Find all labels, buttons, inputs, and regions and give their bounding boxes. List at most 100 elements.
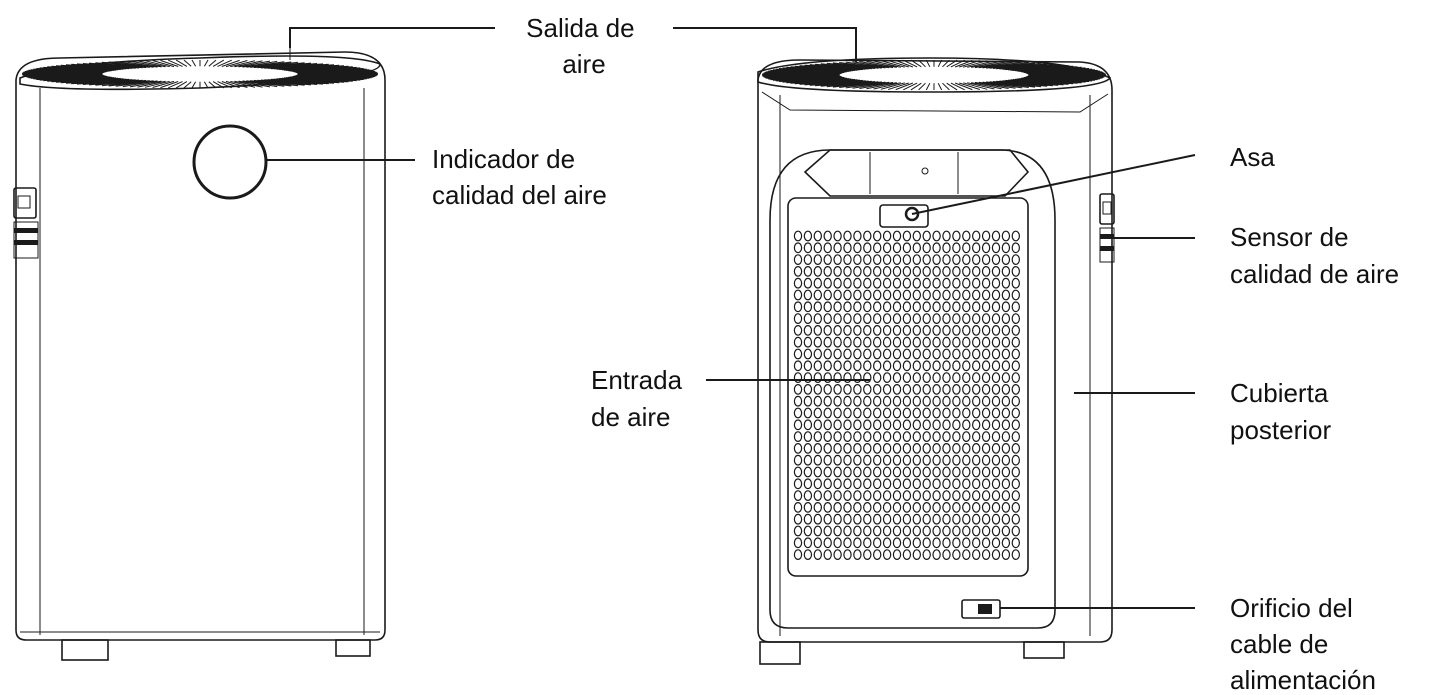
inlet-hole (873, 301, 882, 313)
inlet-hole (932, 360, 941, 372)
inlet-hole (833, 407, 842, 419)
inlet-hole (803, 419, 813, 431)
inlet-hole (972, 419, 981, 431)
inlet-hole (981, 372, 991, 384)
inlet-hole (892, 525, 902, 537)
inlet-hole (892, 360, 902, 372)
inlet-hole (1001, 466, 1011, 478)
inlet-hole (1001, 513, 1011, 525)
inlet-hole (981, 313, 991, 325)
inlet-hole (1001, 419, 1011, 431)
inlet-hole (833, 513, 842, 525)
inlet-hole (1001, 313, 1011, 325)
inlet-hole (863, 301, 872, 313)
inlet-hole (952, 454, 961, 466)
inlet-hole (952, 289, 961, 301)
inlet-hole (1011, 301, 1021, 313)
inlet-hole (991, 348, 1001, 360)
inlet-hole (1011, 384, 1021, 395)
inlet-hole (882, 537, 892, 549)
inlet-hole (972, 348, 981, 360)
inlet-hole (813, 454, 823, 466)
inlet-hole (813, 395, 823, 407)
inlet-hole (932, 372, 941, 384)
inlet-hole (873, 254, 882, 266)
inlet-hole (863, 502, 872, 513)
inlet-hole (863, 407, 872, 419)
inlet-hole (912, 443, 922, 454)
inlet-hole (892, 254, 902, 266)
inlet-hole (882, 230, 892, 242)
inlet-hole (912, 242, 922, 254)
inlet-hole (922, 549, 931, 560)
inlet-hole (882, 502, 892, 513)
inlet-hole (853, 466, 862, 478)
inlet-hole (1011, 407, 1021, 419)
inlet-hole (902, 325, 912, 336)
inlet-hole (892, 289, 902, 301)
inlet-hole (962, 490, 971, 502)
inlet-hole (902, 384, 912, 395)
inlet-hole (942, 431, 951, 443)
inlet-hole (813, 301, 823, 313)
inlet-hole (803, 549, 813, 560)
inlet-hole (853, 301, 862, 313)
inlet-hole (892, 419, 902, 431)
inlet-hole (912, 431, 922, 443)
inlet-hole (793, 313, 803, 325)
inlet-hole (1001, 537, 1011, 549)
inlet-hole (843, 454, 852, 466)
inlet-hole (863, 537, 872, 549)
inlet-hole (843, 230, 852, 242)
inlet-hole (1001, 301, 1011, 313)
inlet-hole (813, 478, 823, 490)
inlet-hole (863, 254, 872, 266)
inlet-hole (892, 454, 902, 466)
inlet-hole (991, 490, 1001, 502)
inlet-hole (843, 266, 852, 277)
inlet-hole (853, 289, 862, 301)
inlet-hole (912, 513, 922, 525)
inlet-hole (912, 466, 922, 478)
inlet-hole (952, 266, 961, 277)
inlet-hole (991, 336, 1001, 348)
inlet-hole (1011, 537, 1021, 549)
inlet-hole (1011, 395, 1021, 407)
inlet-hole (991, 549, 1001, 560)
inlet-hole (1001, 372, 1011, 384)
inlet-hole (972, 513, 981, 525)
inlet-hole (922, 395, 931, 407)
inlet-hole (1011, 549, 1021, 560)
inlet-hole (853, 336, 862, 348)
inlet-hole (1001, 230, 1011, 242)
inlet-hole (882, 348, 892, 360)
inlet-hole (843, 525, 852, 537)
inlet-hole (892, 336, 902, 348)
inlet-hole (902, 313, 912, 325)
inlet-hole (793, 513, 803, 525)
inlet-hole (922, 454, 931, 466)
inlet-hole (863, 313, 872, 325)
inlet-hole (873, 336, 882, 348)
inlet-hole (942, 360, 951, 372)
back-power-cable-hole (961, 599, 1001, 619)
inlet-hole (892, 301, 902, 313)
inlet-hole (972, 254, 981, 266)
inlet-hole (803, 513, 813, 525)
inlet-hole (962, 242, 971, 254)
inlet-hole (902, 266, 912, 277)
inlet-hole (962, 419, 971, 431)
inlet-hole (962, 289, 971, 301)
inlet-hole (793, 230, 803, 242)
inlet-hole (892, 431, 902, 443)
inlet-hole (981, 549, 991, 560)
inlet-hole (793, 443, 803, 454)
inlet-hole (892, 325, 902, 336)
inlet-hole (972, 336, 981, 348)
inlet-hole (991, 313, 1001, 325)
inlet-hole (981, 336, 991, 348)
back-side-sensor (1099, 193, 1115, 263)
inlet-hole (882, 360, 892, 372)
inlet-hole (912, 537, 922, 549)
inlet-hole (972, 407, 981, 419)
